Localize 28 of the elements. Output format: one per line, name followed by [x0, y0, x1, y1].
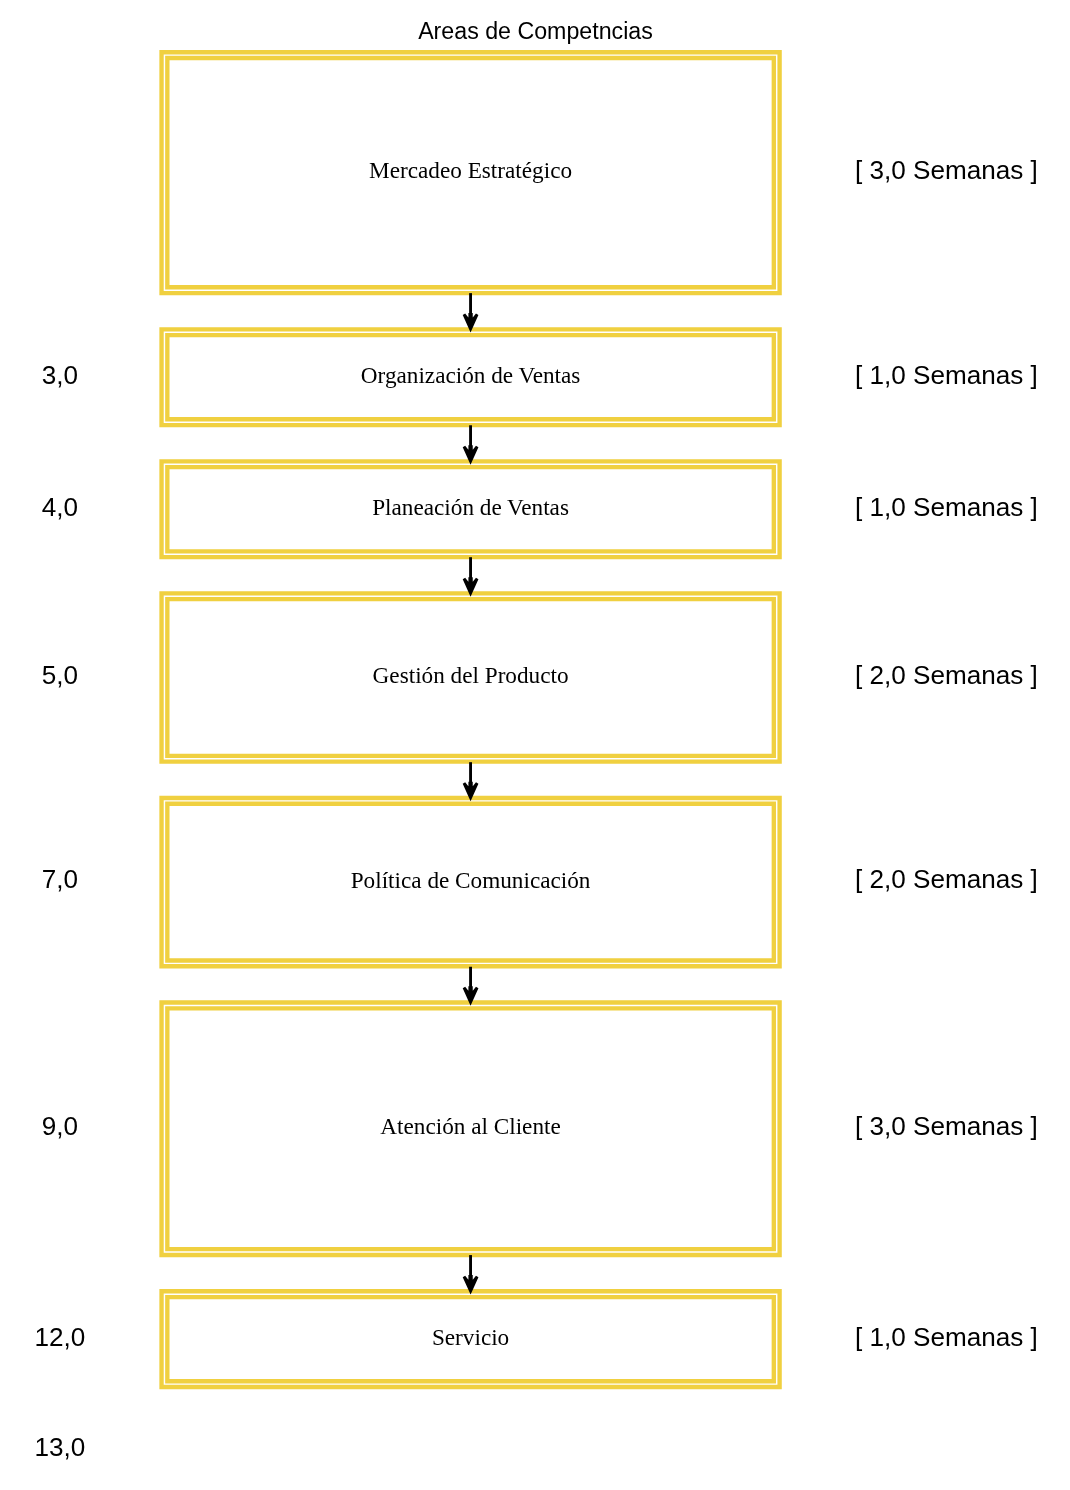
- node-box: Política de Comunicación: [158, 795, 782, 969]
- node-label: [ 3,0 Semanas ]: [854, 155, 1038, 186]
- diagram-title: Areas de Competncias: [417, 17, 653, 44]
- arrow: [462, 293, 479, 331]
- label: 13,0: [34, 1431, 85, 1462]
- node-box: Mercadeo Estratégico: [158, 50, 782, 296]
- label: 12,0: [34, 1321, 85, 1352]
- node-label: [ 2,0 Semanas ]: [854, 659, 1038, 690]
- node-box: Gestión del Producto: [158, 591, 782, 764]
- label: 3,0: [41, 359, 78, 390]
- node-box: Planeación de Ventas: [158, 459, 782, 560]
- arrow: [462, 1255, 479, 1293]
- arrow: [462, 425, 479, 463]
- node-label: [ 2,0 Semanas ]: [854, 864, 1038, 895]
- node-label: [ 1,0 Semanas ]: [854, 359, 1038, 390]
- node-box: Organización de Ventas: [158, 327, 782, 428]
- node-box: Atención al Cliente: [158, 1000, 782, 1258]
- node-label: [ 1,0 Semanas ]: [854, 1321, 1038, 1352]
- node-box: Servicio: [158, 1289, 782, 1390]
- node-label: [ 1,0 Semanas ]: [854, 491, 1038, 522]
- arrow: [462, 966, 479, 1004]
- arrow: [462, 762, 479, 800]
- arrow: [462, 557, 479, 595]
- label: 9,0: [41, 1111, 78, 1142]
- label: 5,0: [41, 659, 78, 690]
- label: 7,0: [41, 864, 78, 895]
- node-label: [ 3,0 Semanas ]: [854, 1111, 1038, 1142]
- label: 4,0: [41, 491, 78, 522]
